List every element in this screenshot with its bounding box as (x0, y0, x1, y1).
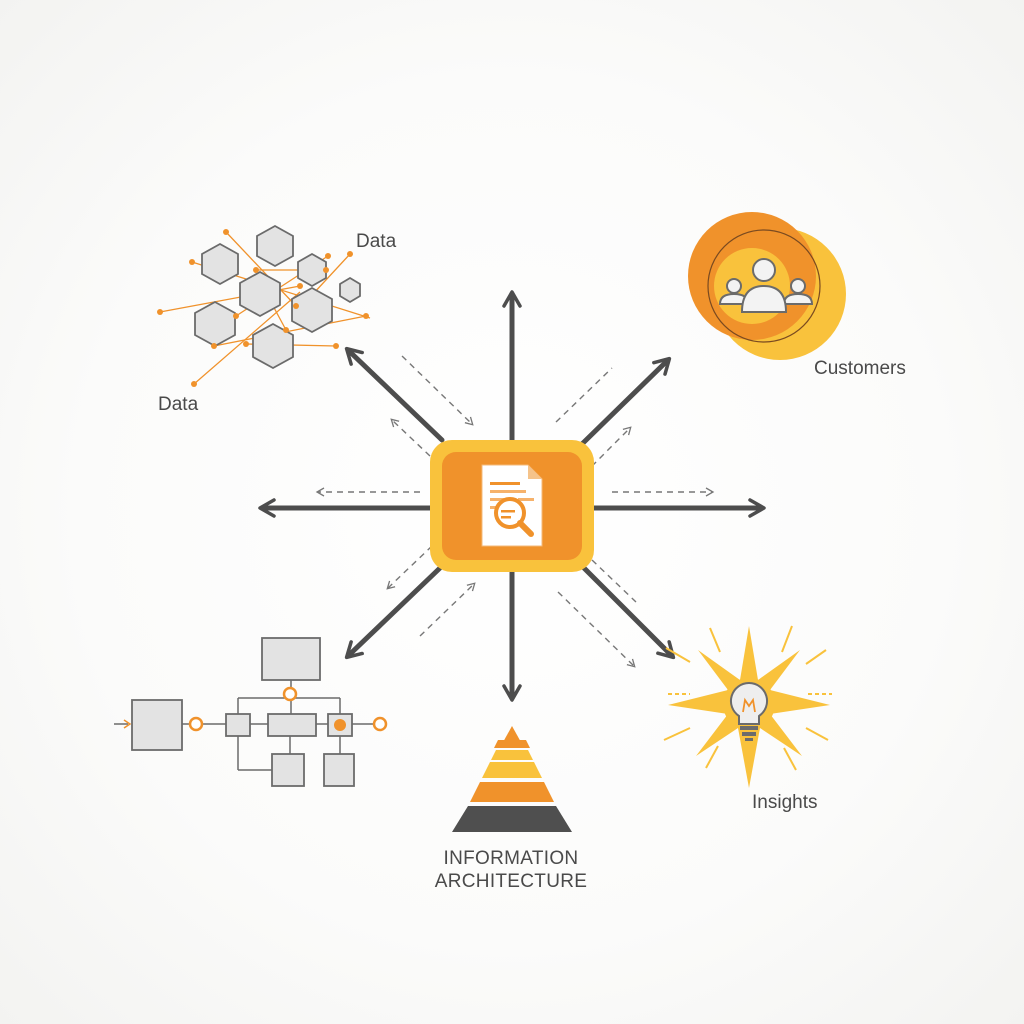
arrow-down-right (581, 565, 676, 660)
lightbulb-sunburst-icon (663, 625, 832, 788)
customers-node: Customers (688, 212, 906, 379)
pyramid-icon (452, 726, 572, 832)
ia-label-line1: INFORMATION (444, 848, 579, 869)
people-group-icon (688, 212, 846, 360)
center-hub (430, 440, 594, 572)
process-flowchart (114, 637, 388, 787)
dashed-flow-arrows (315, 355, 715, 668)
hexagon-network-icon (157, 224, 371, 387)
flowchart-icon (114, 637, 388, 787)
arrow-up-right (579, 356, 672, 447)
arrow-down-left (344, 565, 443, 660)
insights-node: Insights (663, 625, 832, 813)
arrow-up-left (344, 346, 445, 443)
data-label-left: Data (158, 394, 199, 415)
data-label-top: Data (356, 231, 397, 252)
ia-label-line2: ARCHITECTURE (435, 871, 587, 892)
information-architecture-node: INFORMATION ARCHITECTURE (435, 726, 587, 892)
document-search-icon (481, 464, 543, 547)
customers-label: Customers (814, 358, 906, 379)
main-arrows (258, 290, 766, 702)
insights-label: Insights (752, 792, 817, 813)
data-network: Data Data (157, 224, 397, 415)
